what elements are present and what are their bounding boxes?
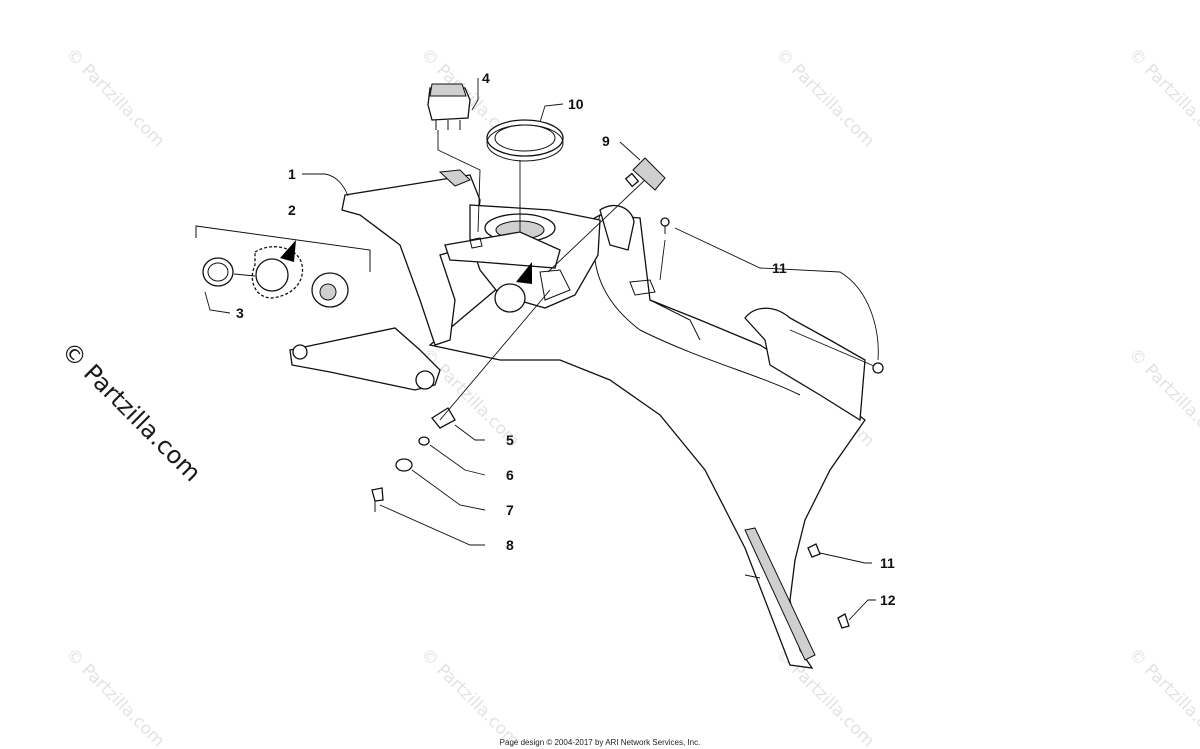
callout-9: 9 <box>602 133 610 149</box>
gasket-ring <box>486 119 564 162</box>
callout-4: 4 <box>482 70 490 86</box>
callout-10: 10 <box>568 96 584 112</box>
console-cover <box>289 169 656 391</box>
callouts: 1 2 3 4 5 6 7 8 9 10 11 11 12 <box>236 70 896 608</box>
callout-11-lower: 11 <box>880 555 895 571</box>
callout-5: 5 <box>506 432 514 448</box>
callout-7: 7 <box>506 502 514 518</box>
callout-8: 8 <box>506 537 514 553</box>
watermark: © Partzilla.com <box>1124 44 1200 151</box>
watermark: © Partzilla.com <box>1124 344 1200 451</box>
leader-lines <box>204 78 879 621</box>
callout-12: 12 <box>880 592 896 608</box>
watermark-layer: © Partzilla.com © Partzilla.com © Partzi… <box>56 44 1200 749</box>
callout-1: 1 <box>288 166 296 182</box>
callout-3: 3 <box>236 305 244 321</box>
rocker-switch <box>427 83 471 130</box>
watermark: © Partzilla.com <box>61 44 168 151</box>
watermark: © Partzilla.com <box>61 644 168 749</box>
watermark: © Partzilla.com <box>416 644 523 749</box>
arrow-marker-icon <box>516 262 532 284</box>
watermark: © Partzilla.com <box>771 44 878 151</box>
watermark-large: © Partzilla.com <box>56 336 207 487</box>
switch-assembly <box>195 225 371 308</box>
callout-6: 6 <box>506 467 514 483</box>
watermark: © Partzilla.com <box>1124 644 1200 749</box>
fasteners <box>371 217 884 629</box>
plug-cap <box>624 157 666 191</box>
callout-2: 2 <box>288 202 296 218</box>
callout-11-upper: 11 <box>772 260 787 276</box>
arrow-markers <box>280 240 532 284</box>
page-footer: Page design © 2004-2017 by ARI Network S… <box>499 738 701 747</box>
arrow-marker-icon <box>280 240 296 262</box>
